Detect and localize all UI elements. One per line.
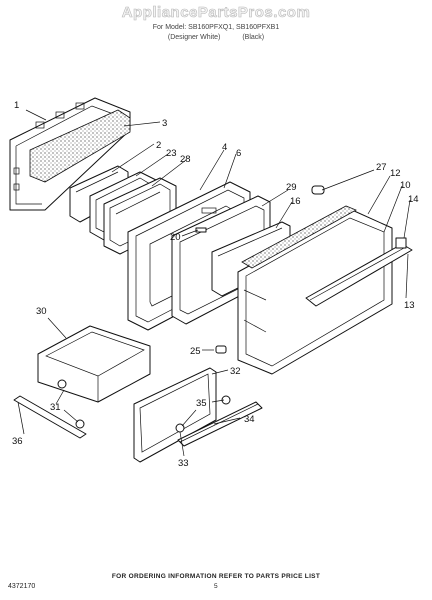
part-30-drawer-pan xyxy=(37,325,151,403)
page-number: 5 xyxy=(214,583,218,590)
callout-29: 29 xyxy=(286,182,297,193)
callout-12: 12 xyxy=(390,168,401,179)
part-36-drawer-slide xyxy=(13,395,87,439)
document-number: 4372170 xyxy=(8,583,36,590)
callout-23: 23 xyxy=(166,148,177,159)
callout-4: 4 xyxy=(222,142,227,153)
callout-14: 14 xyxy=(408,194,419,205)
part-13-door-handle xyxy=(305,237,413,307)
callout-6: 6 xyxy=(236,148,241,159)
callout-25: 25 xyxy=(190,346,201,357)
part-27-hinge-pin xyxy=(311,185,325,195)
callout-31: 31 xyxy=(50,402,61,413)
callout-35: 35 xyxy=(196,398,207,409)
callout-2: 2 xyxy=(156,140,161,151)
callout-28: 28 xyxy=(180,154,191,165)
callout-13: 13 xyxy=(404,300,415,311)
leader-lines xyxy=(17,109,411,457)
watermark: AppliancePartsPros.com xyxy=(121,4,311,22)
callout-36: 36 xyxy=(12,436,23,447)
callout-34: 34 xyxy=(244,414,255,425)
part-12-outer-door-panel xyxy=(237,205,393,375)
callout-20: 20 xyxy=(170,232,181,243)
variant-black-label: (Black) xyxy=(242,34,265,41)
part-3-insulation xyxy=(29,109,131,183)
callout-30: 30 xyxy=(36,306,47,317)
model-header: For Model: SB160PFXQ1, SB160PFXB1 xyxy=(152,24,280,31)
callout-10: 10 xyxy=(400,180,411,191)
part-32-33-drawer-front xyxy=(133,367,217,463)
callout-27: 27 xyxy=(376,162,387,173)
callout-labels: 1 3 2 23 28 4 6 27 12 10 14 29 16 20 13 … xyxy=(12,100,419,469)
ordering-note: FOR ORDERING INFORMATION REFER TO PARTS … xyxy=(111,573,321,580)
callout-16: 16 xyxy=(290,196,301,207)
variant-white-label: (Designer White) xyxy=(167,34,221,41)
model-variants: (Designer White) (Black) xyxy=(0,34,432,41)
callout-1: 1 xyxy=(14,100,19,111)
part-25-bumper xyxy=(215,345,227,354)
part-20-clip xyxy=(195,227,207,233)
callout-3: 3 xyxy=(162,118,167,129)
callout-32: 32 xyxy=(230,366,241,377)
callout-33: 33 xyxy=(178,458,189,469)
